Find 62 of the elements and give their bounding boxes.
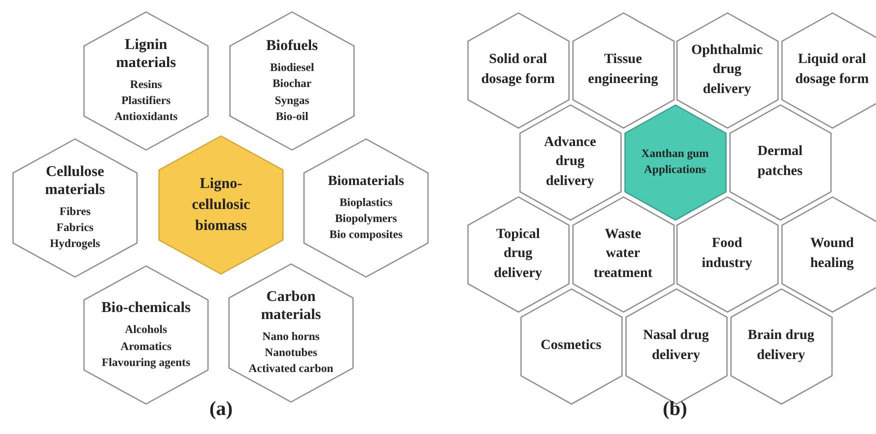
hexagon: [466, 196, 570, 312]
node-item: Biopolymers: [335, 212, 397, 226]
node-heading: Lignin materials: [115, 37, 177, 72]
hexagon: [780, 12, 876, 128]
node-item: Bioplastics: [339, 196, 393, 210]
node-item: Biochar: [272, 78, 312, 92]
node-item: Nano horns: [262, 330, 320, 344]
hexagon: [228, 263, 354, 403]
hexagon: [676, 12, 778, 128]
node-item: Bio-oil: [276, 110, 308, 124]
node-heading: Carbon materials: [260, 289, 322, 324]
node-text: Cosmetics: [540, 337, 602, 356]
node-item: Alcohols: [124, 324, 168, 338]
hexagon: [83, 11, 209, 151]
node-item: Fabrics: [56, 222, 94, 236]
hexagon: [624, 104, 726, 220]
node-item: Antioxidants: [114, 111, 178, 125]
node-item: Syngas: [274, 94, 310, 108]
hexagon: [572, 196, 674, 312]
hexagon: [676, 196, 778, 312]
node-item: Activated carbon: [248, 363, 334, 377]
node-item: Nanotubes: [264, 347, 318, 360]
node-text: Topical drug delivery: [492, 226, 544, 283]
hexagon: [83, 265, 209, 405]
node-item: Flavouring agents: [102, 356, 190, 370]
hexagon: [728, 104, 832, 220]
node-heading: Bio-chemicals: [101, 300, 191, 318]
node-text: Waste water treatment: [592, 226, 654, 283]
node-text: Food industry: [700, 235, 754, 273]
node-item: Hydrogels: [50, 238, 100, 252]
node-text: Nasal drug delivery: [642, 327, 710, 365]
node-text: Brain drug delivery: [746, 327, 816, 365]
node-text: Ophthalmic drug delivery: [690, 42, 764, 99]
node-item: Fibres: [59, 206, 91, 220]
hexagon: [12, 138, 138, 278]
node-heading: Biomaterials: [328, 174, 404, 190]
node-item: Resins: [130, 78, 162, 92]
hexagon: [518, 104, 622, 220]
panel-label: (a): [209, 398, 233, 421]
hexagon: [520, 288, 622, 404]
node-text: Advance drug delivery: [542, 134, 598, 191]
hexagon: [780, 196, 876, 312]
hexagon: [229, 11, 355, 151]
hexagon: [466, 12, 570, 128]
node-text: Ligno-cellulosic biomass: [190, 174, 252, 236]
hexagon: [730, 288, 832, 404]
hexagon: [303, 138, 429, 278]
hexagon: [158, 135, 284, 275]
node-item: Plastifiers: [121, 95, 171, 108]
node-heading: Cellulose materials: [44, 164, 106, 199]
node-text: Tissue engineering: [587, 51, 659, 89]
node-text: Wound healing: [809, 235, 855, 273]
node-text: Solid oral dosage form: [480, 51, 556, 89]
node-heading: Biofuels: [266, 38, 318, 56]
node-item: Bio composites: [329, 229, 403, 242]
hexagon: [572, 12, 674, 128]
node-text: Dermal patches: [756, 143, 804, 181]
node-text: Xanthan gum Applications: [640, 146, 710, 178]
node-text: Liquid oral dosage form: [794, 51, 870, 89]
node-item: Aromatics: [120, 340, 172, 354]
panel-label: (b): [662, 398, 688, 421]
node-item: Biodiesel: [270, 62, 314, 76]
